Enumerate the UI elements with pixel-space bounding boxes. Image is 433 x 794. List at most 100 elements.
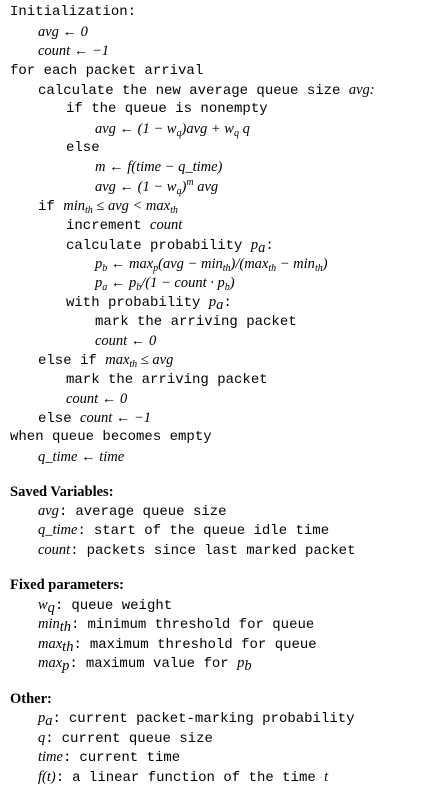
increment-keyword: increment	[66, 218, 151, 234]
cond1-max-sub: th	[170, 205, 178, 216]
avg-update-1-c: q	[238, 121, 250, 137]
with-prob-line: with probability pa:	[66, 292, 232, 312]
other-name: p	[38, 710, 46, 726]
pa-formula-line: pa ← pb/(1 − count · pb)	[95, 273, 235, 293]
colon: :	[73, 637, 82, 653]
fixed-param-row: minth: minimum threshold for queue	[38, 614, 314, 634]
pa-denominator: /(1 − count · p	[141, 275, 225, 291]
mark-packet-line-1: mark the arriving packet	[95, 314, 297, 330]
other-name: time	[38, 749, 63, 765]
colon: :	[62, 750, 72, 766]
qtime-assign-line: q_time ← time	[38, 449, 125, 465]
with-prob-keyword: with probability	[66, 295, 209, 311]
colon: :	[71, 617, 80, 633]
fixed-param-row: wq:queue weight	[38, 595, 172, 615]
param-desc-sub: b	[244, 658, 252, 674]
saved-var-row: count:packets since last marked packet	[38, 540, 355, 560]
other-row: pa: current packet-marking probability	[38, 708, 355, 728]
mark-packet-line-2: mark the arriving packet	[66, 372, 268, 388]
else-count-line: else count ← −1	[38, 408, 151, 428]
pb-p: p	[95, 256, 103, 272]
param-name: max	[38, 655, 63, 671]
if-nonempty-line: if the queue is nonempty	[66, 101, 268, 117]
count-reset-line-1: count ← 0	[95, 333, 157, 349]
other-name: q	[38, 730, 46, 746]
else-if-keyword: else if	[38, 353, 106, 369]
param-desc: minimum threshold for queue	[87, 617, 315, 633]
other-row: q: current queue size	[38, 728, 213, 748]
param-sub: th	[59, 619, 72, 635]
cond2-max: max	[105, 352, 130, 368]
pb-min-sub: th	[222, 263, 231, 274]
cond1-min-sub: th	[84, 205, 93, 216]
saved-var-row: q_time:start of the queue idle time	[38, 520, 329, 540]
avg-update-1-line: avg ← (1 − wq)avg + wq q	[95, 119, 250, 139]
pb-close: )	[322, 256, 328, 272]
other-desc: a linear function of the time	[72, 770, 325, 786]
param-sub: p	[62, 658, 70, 674]
with-prob-colon: :	[223, 295, 232, 311]
saved-var-name: q_time	[38, 522, 78, 538]
cond2-rest: ≤ avg	[137, 352, 174, 368]
other-row: time: current time	[38, 747, 180, 767]
param-sub: q	[47, 600, 55, 616]
else-if-line: else if maxth ≤ avg	[38, 350, 173, 370]
initialization-heading: Initialization:	[10, 4, 137, 20]
colon: :	[70, 543, 79, 559]
param-name: w	[38, 597, 48, 613]
other-sub: a	[45, 713, 53, 729]
saved-var-desc: start of the queue idle time	[93, 523, 330, 539]
param-name: min	[38, 616, 60, 632]
pb-minus-min: − min	[276, 256, 315, 272]
cond1-rest: ≤ avg < max	[92, 198, 171, 214]
count-reset-line-2: count ← 0	[66, 391, 128, 407]
saved-var-name: count	[38, 542, 71, 558]
colon: :	[45, 731, 54, 747]
m-assign-line: m ← f(time − q_time)	[95, 159, 223, 175]
fixed-parameters-heading: Fixed parameters:	[10, 577, 124, 593]
pa-p: p	[95, 275, 103, 291]
pa-pb-sub: b	[136, 282, 142, 293]
other-desc: current queue size	[61, 731, 213, 747]
pb-minth-sub: th	[314, 263, 323, 274]
pb-formula-line: pb ← maxp(avg − minth)/(maxth − minth)	[95, 254, 328, 274]
other-heading: Other:	[10, 691, 52, 707]
calc-avg-var: avg:	[348, 82, 375, 98]
saved-variables-heading: Saved Variables:	[10, 484, 114, 500]
for-each-line: for each packet arrival	[10, 63, 204, 79]
fixed-param-row: maxp:maximum value for pb	[38, 653, 252, 673]
increment-var: count	[150, 217, 183, 233]
wq-sub: q	[176, 128, 182, 139]
if-threshold-line: if minth ≤ avg < maxth	[38, 196, 178, 216]
other-row: f(t):a linear function of the time t	[38, 767, 328, 787]
calc-prob-var: p	[250, 237, 259, 253]
saved-var-desc: average queue size	[75, 504, 227, 520]
avg-update-2-b: )	[181, 179, 187, 195]
with-prob-var: p	[208, 294, 217, 310]
when-empty-line: when queue becomes empty	[10, 429, 212, 445]
avg-update-1-a: avg ← (1 − w	[95, 121, 177, 137]
cond1-min: min	[63, 198, 85, 214]
pa-close: )	[229, 275, 235, 291]
pa-sub: a	[102, 282, 108, 293]
avg-update-2-a: avg ← (1 − w	[95, 179, 177, 195]
other-desc: current time	[79, 750, 181, 766]
calc-avg-line: calculate the new average queue size avg…	[38, 80, 375, 100]
cond2-max-sub: th	[129, 359, 138, 370]
pa-pb-sub-2: b	[224, 282, 230, 293]
other-name: f(t)	[38, 769, 56, 785]
colon: :	[52, 711, 61, 727]
pb-maxth-sub: th	[268, 263, 277, 274]
param-name: max	[38, 636, 63, 652]
with-prob-sub: a	[216, 297, 224, 313]
colon: :	[54, 598, 64, 614]
pb-max-sub: p	[153, 263, 159, 274]
increment-line: increment count	[66, 215, 182, 235]
init-avg-line: avg ← 0	[38, 24, 88, 40]
avg-update-2-line: avg ← (1 − wq)m avg	[95, 177, 218, 197]
fixed-param-row: maxth:maximum threshold for queue	[38, 634, 317, 654]
other-desc: current packet-marking probability	[68, 711, 355, 727]
wq-sub-2: q	[233, 128, 239, 139]
calc-prob-keyword: calculate probability	[66, 238, 251, 254]
